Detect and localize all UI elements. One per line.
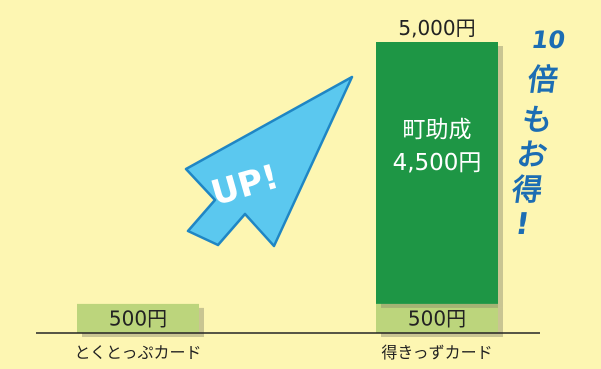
side-callout-char-5: ! <box>513 207 532 242</box>
bars-layer <box>77 42 503 337</box>
bar-segment-1-1 <box>376 42 498 304</box>
side-callout-char-3: お <box>515 138 550 173</box>
category-label-0: とくとっぷカード <box>74 343 201 362</box>
side-callout-char-0: 10 <box>530 26 567 54</box>
bar-label-0-0: 500円 <box>109 306 167 330</box>
side-callout-char-1: 倍 <box>525 62 560 98</box>
bar-sublabel-1-1: 4,500円 <box>393 150 482 176</box>
bar-label-1-0: 500円 <box>408 306 466 330</box>
bar-label-1-1: 町助成 <box>403 117 472 143</box>
side-callout-char-4: 得 <box>509 173 545 208</box>
up-arrow-icon: UP! <box>184 75 354 248</box>
bar-total-label-1: 5,000円 <box>398 16 475 40</box>
side-callout-char-2: も <box>520 103 555 138</box>
category-label-1: 得きっずカード <box>381 343 492 362</box>
bar-segment-0-0 <box>77 303 199 333</box>
bar-segment-1-0 <box>376 303 498 333</box>
labels-layer: 500円 500円 町助成 4,500円 5,000円 <box>109 16 482 330</box>
